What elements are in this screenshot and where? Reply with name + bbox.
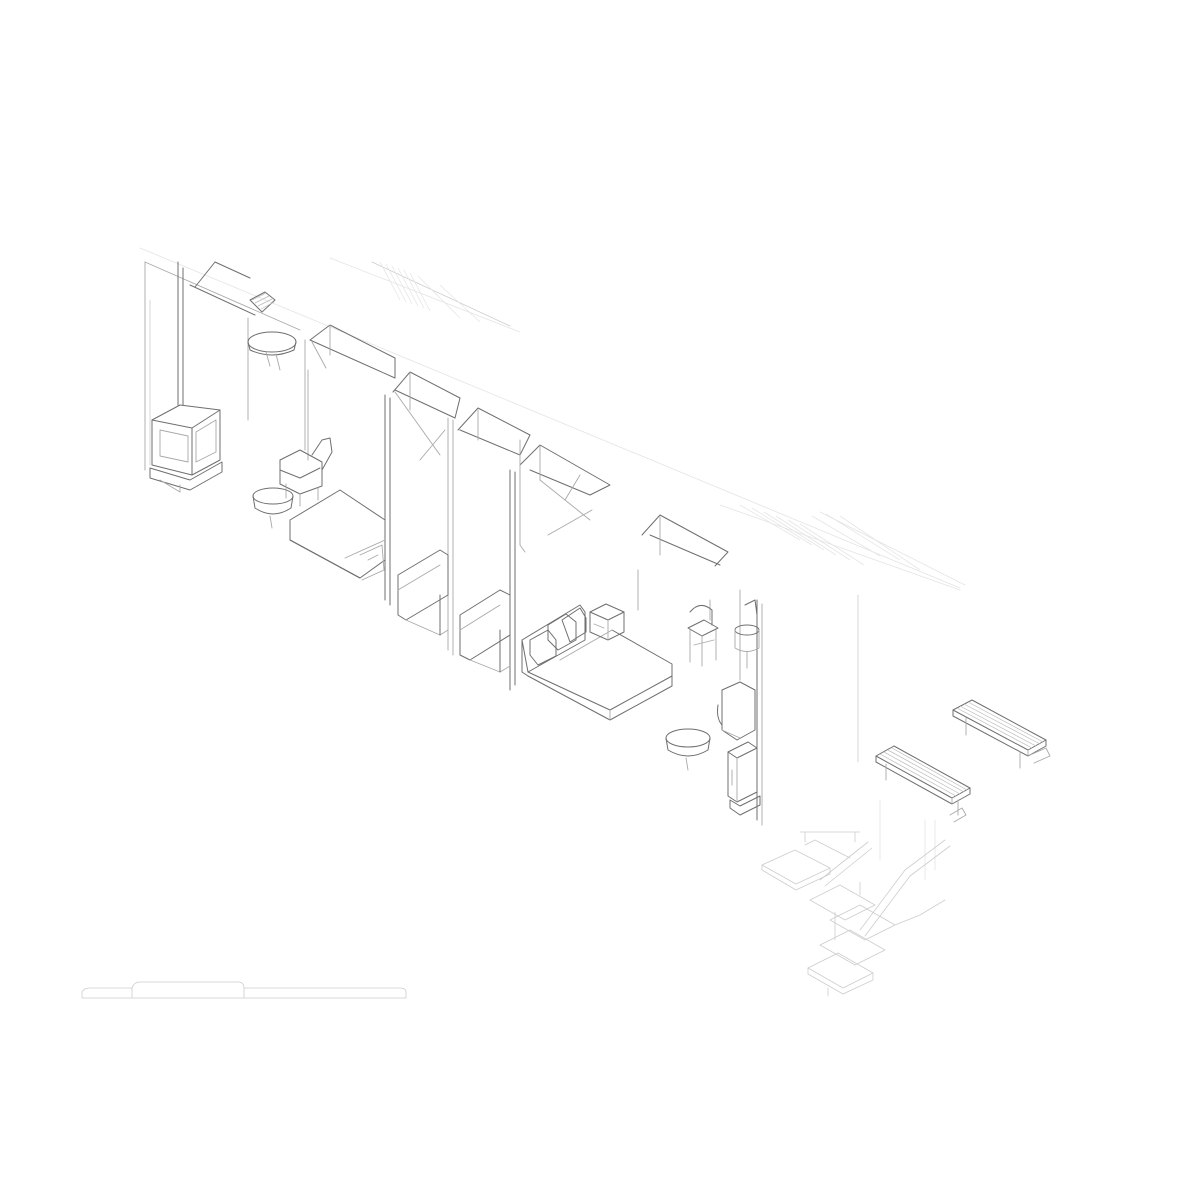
bench-2 [952,699,1051,769]
skylight-2 [309,324,396,379]
round-side-table-left [252,487,294,529]
roof-hatch-left [379,261,481,323]
bench-1 [875,745,971,823]
kitchen-counter [727,741,761,816]
skylight-6 [641,514,729,567]
wishbone-chair [687,605,719,667]
day-bed [289,489,386,581]
double-bed [521,604,673,721]
wood-stove [149,404,223,493]
armchair [717,681,756,741]
nightstand [589,603,625,641]
dining-chair [734,599,760,669]
roof-structure [139,247,966,591]
lounge-chair [279,437,333,507]
skylight-4 [457,407,531,456]
skylight-1 [194,261,276,313]
round-side-table-upper [247,331,297,371]
skylight-3 [392,371,461,419]
bench-1-slats [879,747,968,797]
bunk-bed-2 [459,589,511,673]
bench-2-slats [956,701,1044,749]
stair [761,831,951,997]
wall-lines [144,261,936,881]
scale-bar [81,981,407,999]
round-side-table-right [665,728,711,771]
bunk-bed-1 [397,549,449,636]
skylight-5 [519,444,611,496]
